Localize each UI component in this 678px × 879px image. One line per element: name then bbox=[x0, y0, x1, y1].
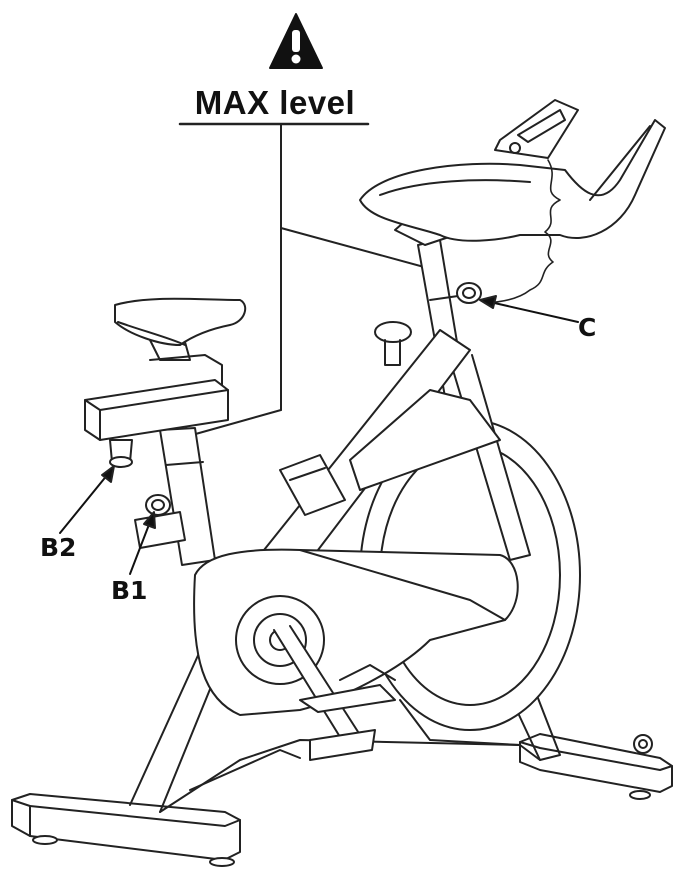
callout-label-c: C bbox=[578, 313, 597, 342]
rear-stabilizer bbox=[11, 793, 241, 867]
seat-slider bbox=[84, 354, 229, 441]
console bbox=[494, 99, 579, 159]
callout-label-b2: B2 bbox=[40, 533, 77, 562]
front-stabilizer bbox=[519, 733, 673, 800]
knob-b2 bbox=[109, 439, 133, 468]
console-cable bbox=[484, 159, 561, 304]
knob-c bbox=[456, 282, 482, 304]
max-level-heading: MAX level bbox=[194, 84, 356, 121]
resistance-knob bbox=[374, 321, 412, 366]
seat-post bbox=[159, 427, 216, 566]
crank-and-pedals bbox=[273, 625, 396, 761]
frame-legs bbox=[129, 599, 561, 813]
bottle-holder bbox=[279, 454, 346, 516]
callout-arrows bbox=[59, 295, 579, 575]
down-tube bbox=[239, 329, 501, 601]
max-level-leader-lines bbox=[178, 122, 436, 436]
warning-triangle-icon bbox=[269, 13, 323, 69]
saddle bbox=[114, 297, 247, 361]
handlebar bbox=[359, 119, 666, 242]
callout-label-b1: B1 bbox=[111, 576, 148, 605]
